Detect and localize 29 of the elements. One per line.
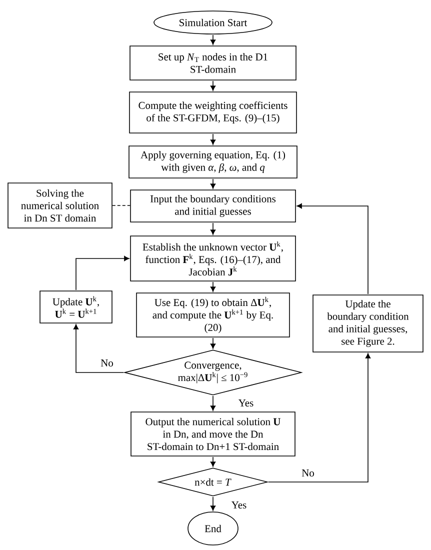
process-box: Update U$^{k}$, U$^{k}$ = U$^{k+1}$ [40, 290, 112, 324]
arrow [210, 338, 216, 349]
process-box: Establish the unknown vector U$^{k}$, function F$^{k}$, Eqs. (16)–(17), and Jacobian J$^{k}$ [130, 236, 296, 282]
process-box: Output the numerical solution U in Dn, and move the Dn ST-domain to Dn+1 ST-domain [130, 412, 296, 456]
arrow [210, 134, 216, 145]
edge-label: Yes [230, 500, 248, 510]
dashed-line [112, 205, 130, 206]
arrow [210, 34, 216, 45]
process-box: Input the boundary conditions and initial guesses [130, 190, 296, 222]
arrow [210, 396, 216, 411]
process-box: Compute the weighting coefficients of the ST-GFDM, Eqs. (9)–(15) [129, 92, 297, 134]
arrow [76, 256, 130, 290]
arrow [73, 324, 124, 373]
process-box: Use Eq. (19) to obtain ΔU$^{k}$, and compute the U$^{k+1}$ by Eq. (20) [136, 292, 290, 338]
arrow [296, 203, 368, 294]
arrow [210, 80, 216, 91]
process-box: Update the boundary condition and initial guesses, see Figure 2. [312, 294, 424, 352]
process-box: Set up N$_{T}$ nodes in the D1 ST-domain [130, 46, 296, 80]
arrow [210, 496, 216, 511]
edge-label: No [100, 358, 114, 368]
note-box: Solving the numerical solution in Dn ST domain [8, 182, 112, 228]
edge-label: Yes [237, 398, 255, 408]
edge-label: No [300, 468, 316, 478]
arrow [210, 222, 216, 235]
arrow [268, 353, 371, 482]
process-box: Apply governing equation, Eq. (1) with given α, β, ω, and q [128, 146, 298, 178]
arrow [210, 178, 216, 189]
arrow [210, 282, 216, 292]
arrow [210, 456, 216, 467]
